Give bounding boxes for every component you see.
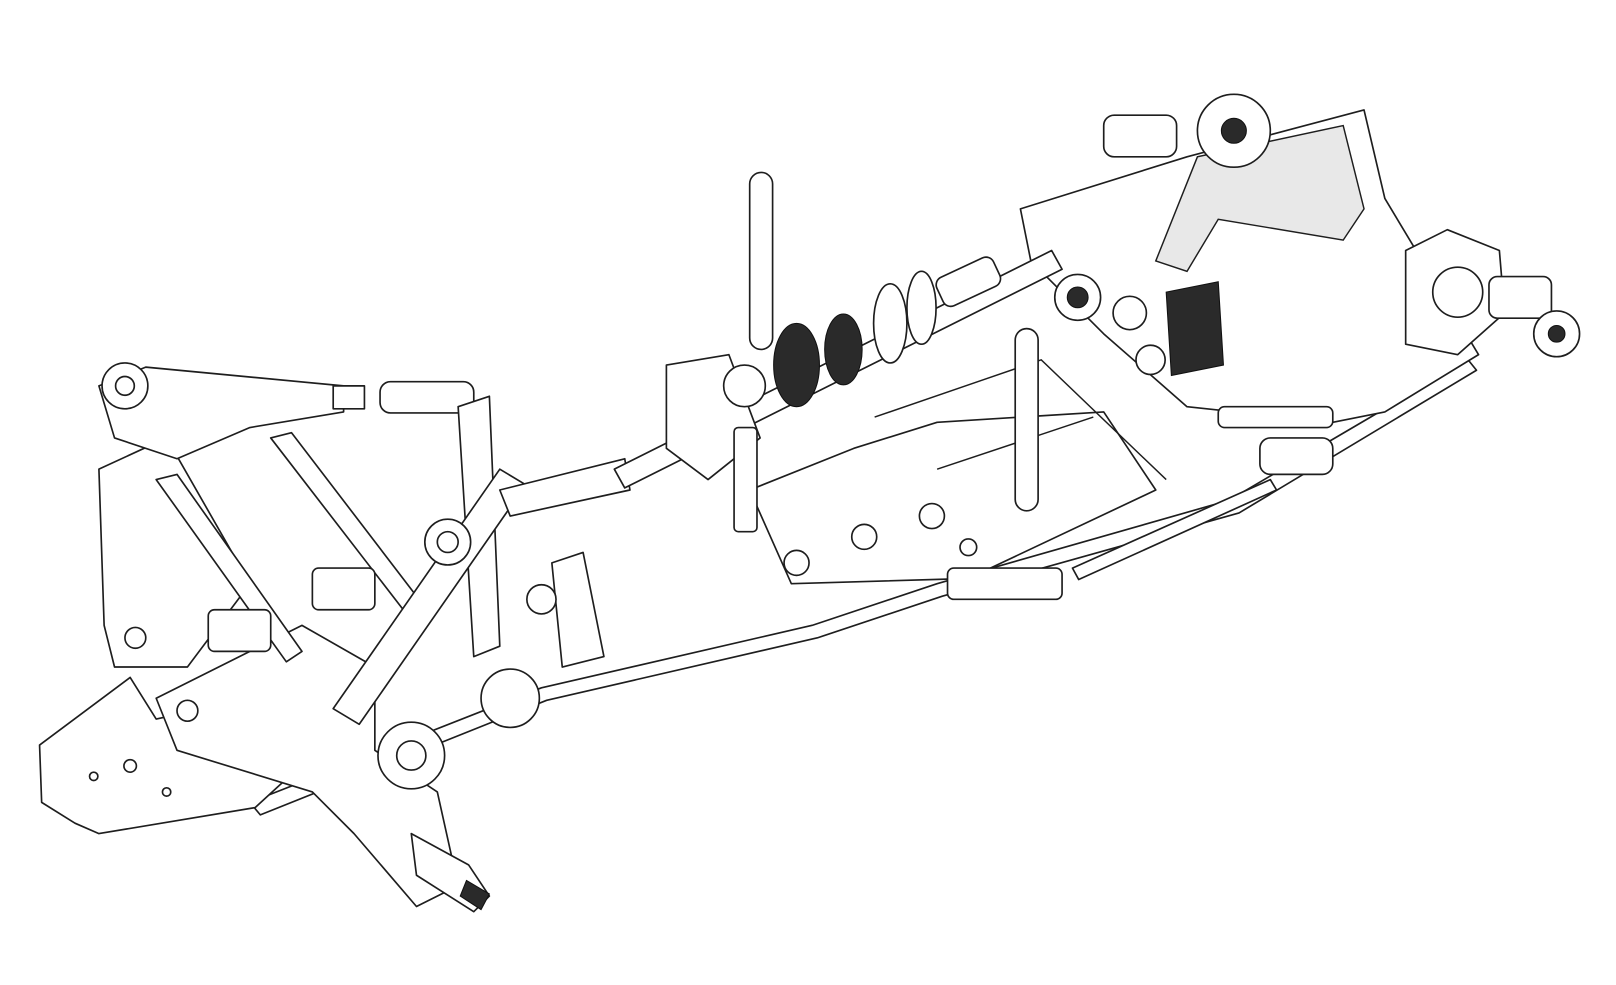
front-suspension xyxy=(98,362,631,913)
steering-link xyxy=(946,478,1278,601)
body-posts xyxy=(733,171,1039,533)
rear-bulkhead xyxy=(1019,93,1581,476)
